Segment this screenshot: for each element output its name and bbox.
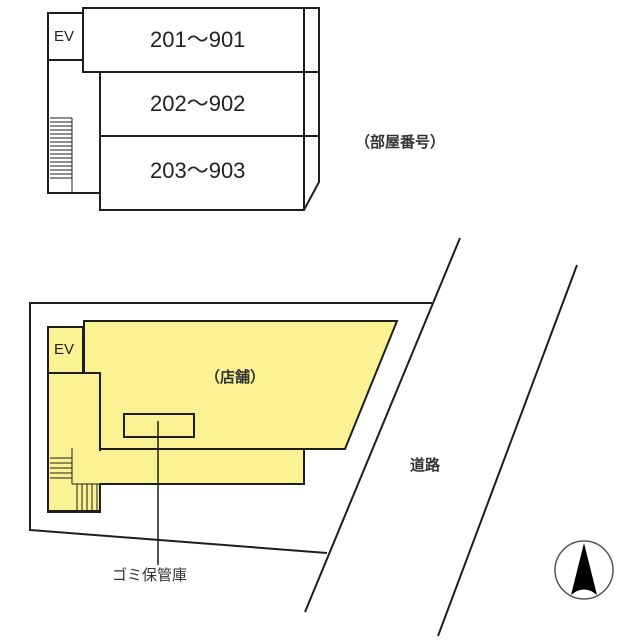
road [304, 237, 578, 637]
ground-outline-fix [47, 372, 305, 512]
road-edge-near [304, 237, 461, 613]
upper-elevator-box [47, 12, 84, 61]
unit-201-label: 201～901 [150, 27, 246, 52]
upper-stair-hatch [50, 117, 73, 193]
upper-floor-plan [47, 7, 320, 211]
ground-stair-hatch [50, 448, 100, 510]
unit-201-block [82, 7, 320, 73]
unit-203-label: 203～903 [150, 158, 246, 183]
ground-elevator-label: EV [54, 341, 75, 358]
north-arrow-icon [554, 540, 614, 600]
garbage-storage-box [123, 413, 195, 438]
road-edge-far [437, 264, 578, 637]
store-label: （店舗） [205, 368, 266, 386]
unit-202-label: 202～902 [150, 91, 246, 116]
room-number-caption: （部屋番号） [355, 133, 446, 151]
unit-203-block [99, 135, 320, 211]
upper-elevator-label: EV [54, 28, 75, 45]
lot-boundary [29, 302, 432, 554]
unit-202-block [99, 71, 320, 137]
garbage-storage-label: ゴミ保管庫 [112, 566, 188, 584]
road-label: 道路 [410, 456, 441, 474]
